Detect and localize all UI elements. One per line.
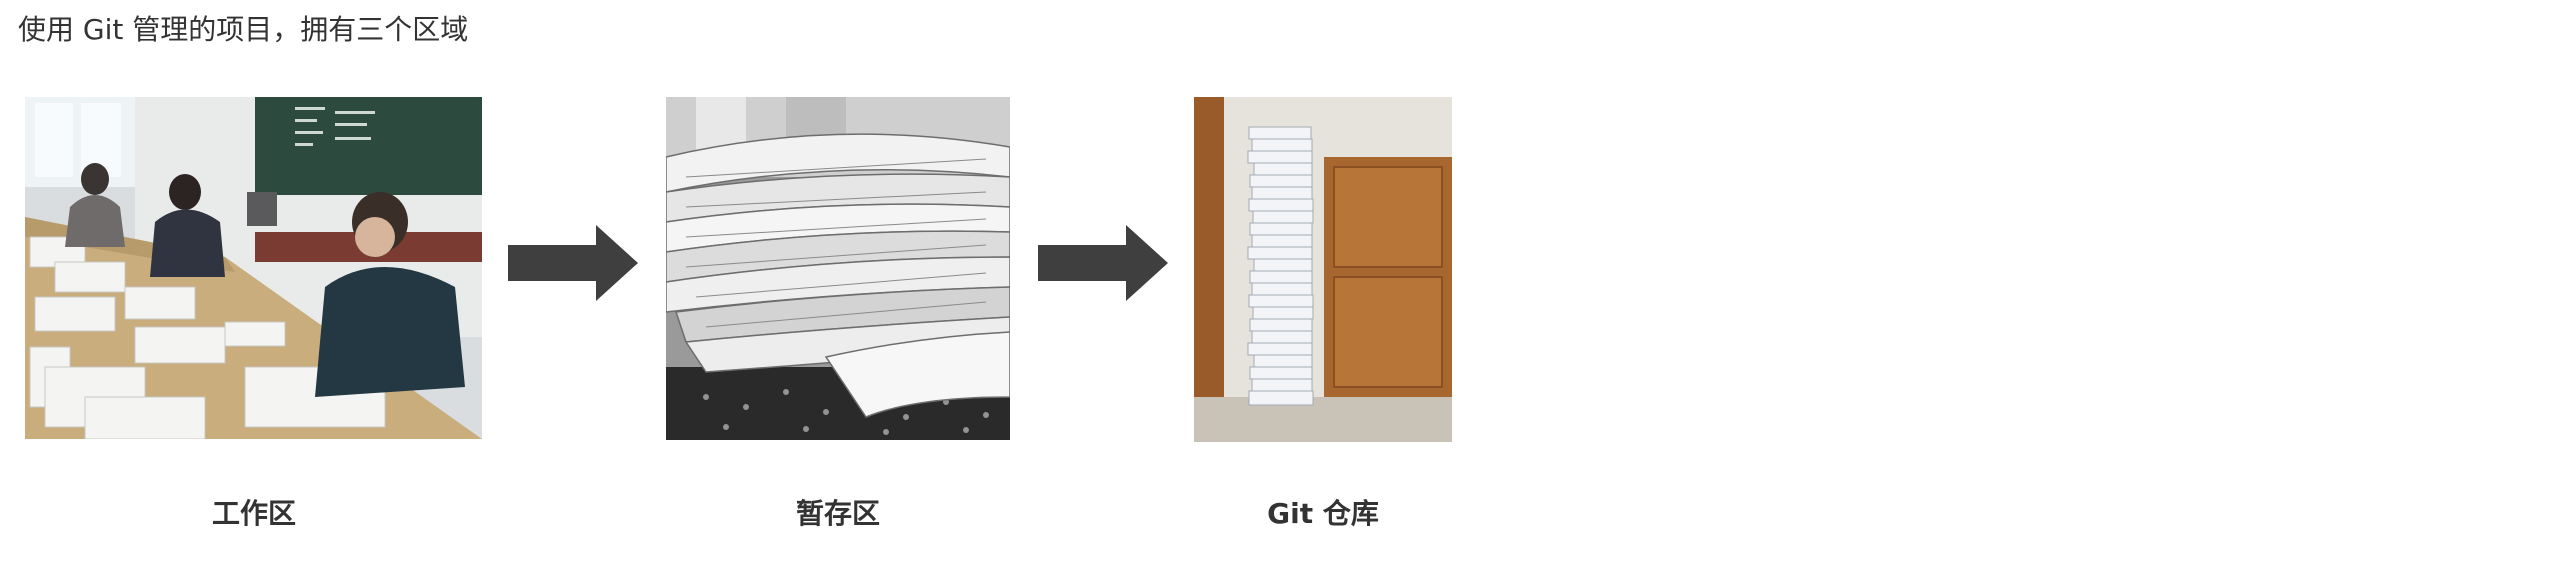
arrow-right-icon [508,225,638,301]
arrow-right-icon [1038,225,1168,301]
staging-area-label: 暂存区 [795,497,880,530]
staging-area-photo [666,97,1010,440]
working-directory-photo [25,97,482,439]
working-directory-label: 工作区 [211,497,296,530]
page-title: 使用 Git 管理的项目，拥有三个区域 [18,13,469,46]
repository-label: Git 仓库 [1267,497,1379,530]
repository-photo [1194,97,1452,442]
